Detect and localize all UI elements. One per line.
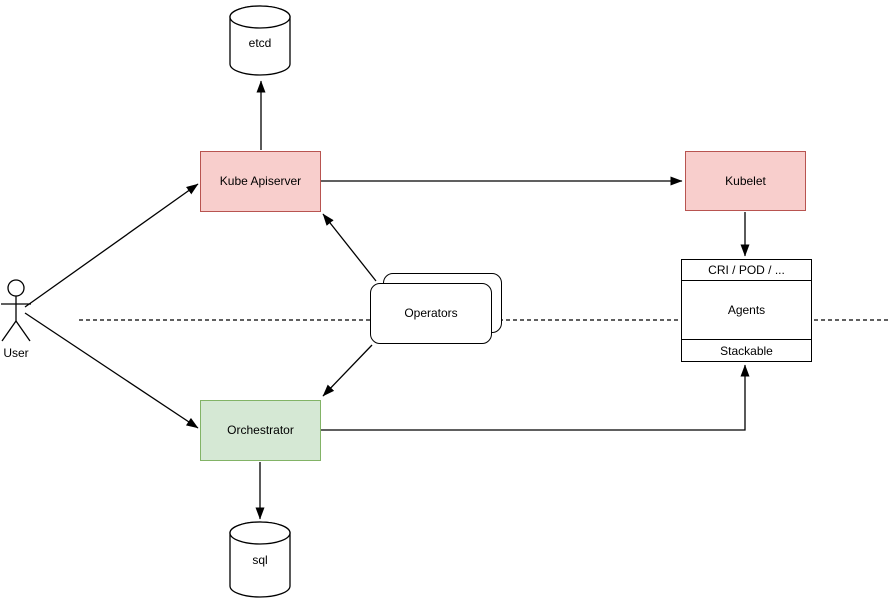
node-kubelet: Kubelet: [685, 151, 806, 211]
sql-cylinder-icon: [229, 521, 291, 598]
edge-orchestrator-to-stackable: [321, 364, 750, 431]
edge-user-to-apiserver: [24, 183, 199, 308]
edge-user-to-orchestrator: [24, 312, 199, 429]
node-kube-apiserver: Kube Apiserver: [200, 151, 321, 212]
user-actor-icon: [1, 279, 31, 342]
stackable-label: Stackable: [720, 343, 773, 358]
edge-operators-to-apiserver: [322, 213, 377, 282]
orchestrator-label: Orchestrator: [227, 423, 294, 438]
agents-label: Agents: [727, 303, 766, 317]
cri-pod-label: CRI / POD / ...: [708, 263, 785, 277]
edge-operators-to-orchestrator: [322, 344, 373, 397]
etcd-label: etcd: [248, 36, 272, 50]
operators-label: Operators: [404, 306, 458, 321]
agents-stack-row-cri: CRI / POD / ...: [682, 260, 811, 281]
kubelet-label: Kubelet: [725, 173, 766, 188]
kube-apiserver-label: Kube Apiserver: [219, 174, 302, 189]
agents-stack-row-agents: Agents: [682, 281, 811, 339]
sql-label: sql: [252, 553, 268, 567]
node-agents-stack: CRI / POD / ... Agents Stackable: [681, 259, 812, 362]
node-orchestrator: Orchestrator: [200, 400, 321, 461]
user-label: User: [3, 346, 29, 360]
agents-stack-row-stackable: Stackable: [682, 339, 811, 361]
node-operators: Operators: [370, 283, 492, 344]
etcd-cylinder-icon: [229, 5, 291, 76]
